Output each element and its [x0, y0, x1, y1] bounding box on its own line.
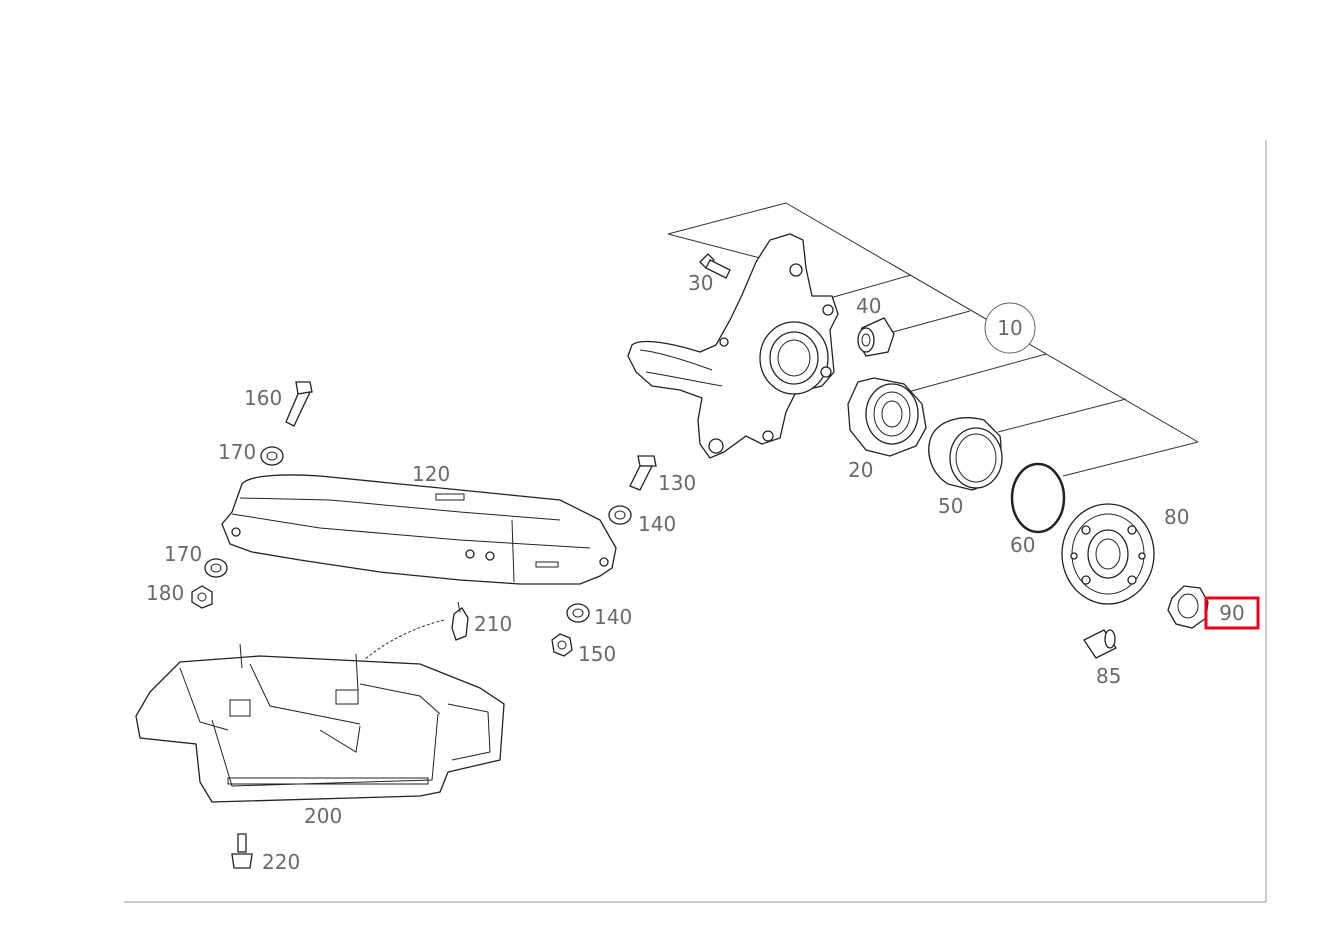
label-85[interactable]: 85 — [1096, 664, 1121, 688]
label-180[interactable]: 180 — [146, 581, 184, 605]
label-160[interactable]: 160 — [244, 386, 282, 410]
label-60[interactable]: 60 — [1010, 533, 1035, 557]
bolt-130 — [629, 455, 657, 491]
cross-member-120 — [221, 474, 617, 585]
label-20[interactable]: 20 — [848, 458, 873, 482]
label-150[interactable]: 150 — [578, 642, 616, 666]
label-200[interactable]: 200 — [304, 804, 342, 828]
circlip-60 — [1010, 462, 1066, 534]
steering-knuckle — [627, 233, 839, 459]
washer-170-lower — [204, 558, 228, 578]
assembly-10-leaders — [667, 202, 1199, 477]
label-40[interactable]: 40 — [856, 294, 881, 318]
label-170-lower[interactable]: 170 — [164, 542, 202, 566]
clip-210 — [363, 601, 469, 661]
label-30[interactable]: 30 — [688, 271, 713, 295]
washer-140-upper — [608, 505, 632, 525]
axle-nut-90 — [1167, 585, 1209, 629]
sleeve-85 — [1083, 629, 1117, 659]
nut-180 — [191, 585, 213, 609]
callout-90-highlight[interactable]: 90 — [1204, 596, 1260, 630]
bearing-50 — [928, 417, 1003, 491]
bolt-220 — [231, 833, 253, 869]
label-170-upper[interactable]: 170 — [218, 440, 256, 464]
label-50[interactable]: 50 — [938, 494, 963, 518]
callout-10[interactable]: 10 — [984, 302, 1036, 354]
bolt-30 — [699, 253, 731, 279]
label-120[interactable]: 120 — [412, 462, 450, 486]
label-210[interactable]: 210 — [474, 612, 512, 636]
label-10: 10 — [997, 316, 1022, 340]
label-90: 90 — [1219, 601, 1244, 625]
bolt-160 — [285, 381, 313, 427]
label-80[interactable]: 80 — [1164, 505, 1189, 529]
washer-140-lower — [566, 603, 590, 623]
shield-plate-80 — [1061, 503, 1155, 605]
underbody-tray-200 — [135, 643, 505, 803]
bushing-40 — [857, 317, 895, 357]
nut-150 — [551, 633, 573, 657]
label-140-lower[interactable]: 140 — [594, 605, 632, 629]
label-220[interactable]: 220 — [262, 850, 300, 874]
washer-170-upper — [260, 446, 284, 466]
label-130[interactable]: 130 — [658, 471, 696, 495]
wheel-hub-20 — [847, 377, 927, 457]
label-140-upper[interactable]: 140 — [638, 512, 676, 536]
